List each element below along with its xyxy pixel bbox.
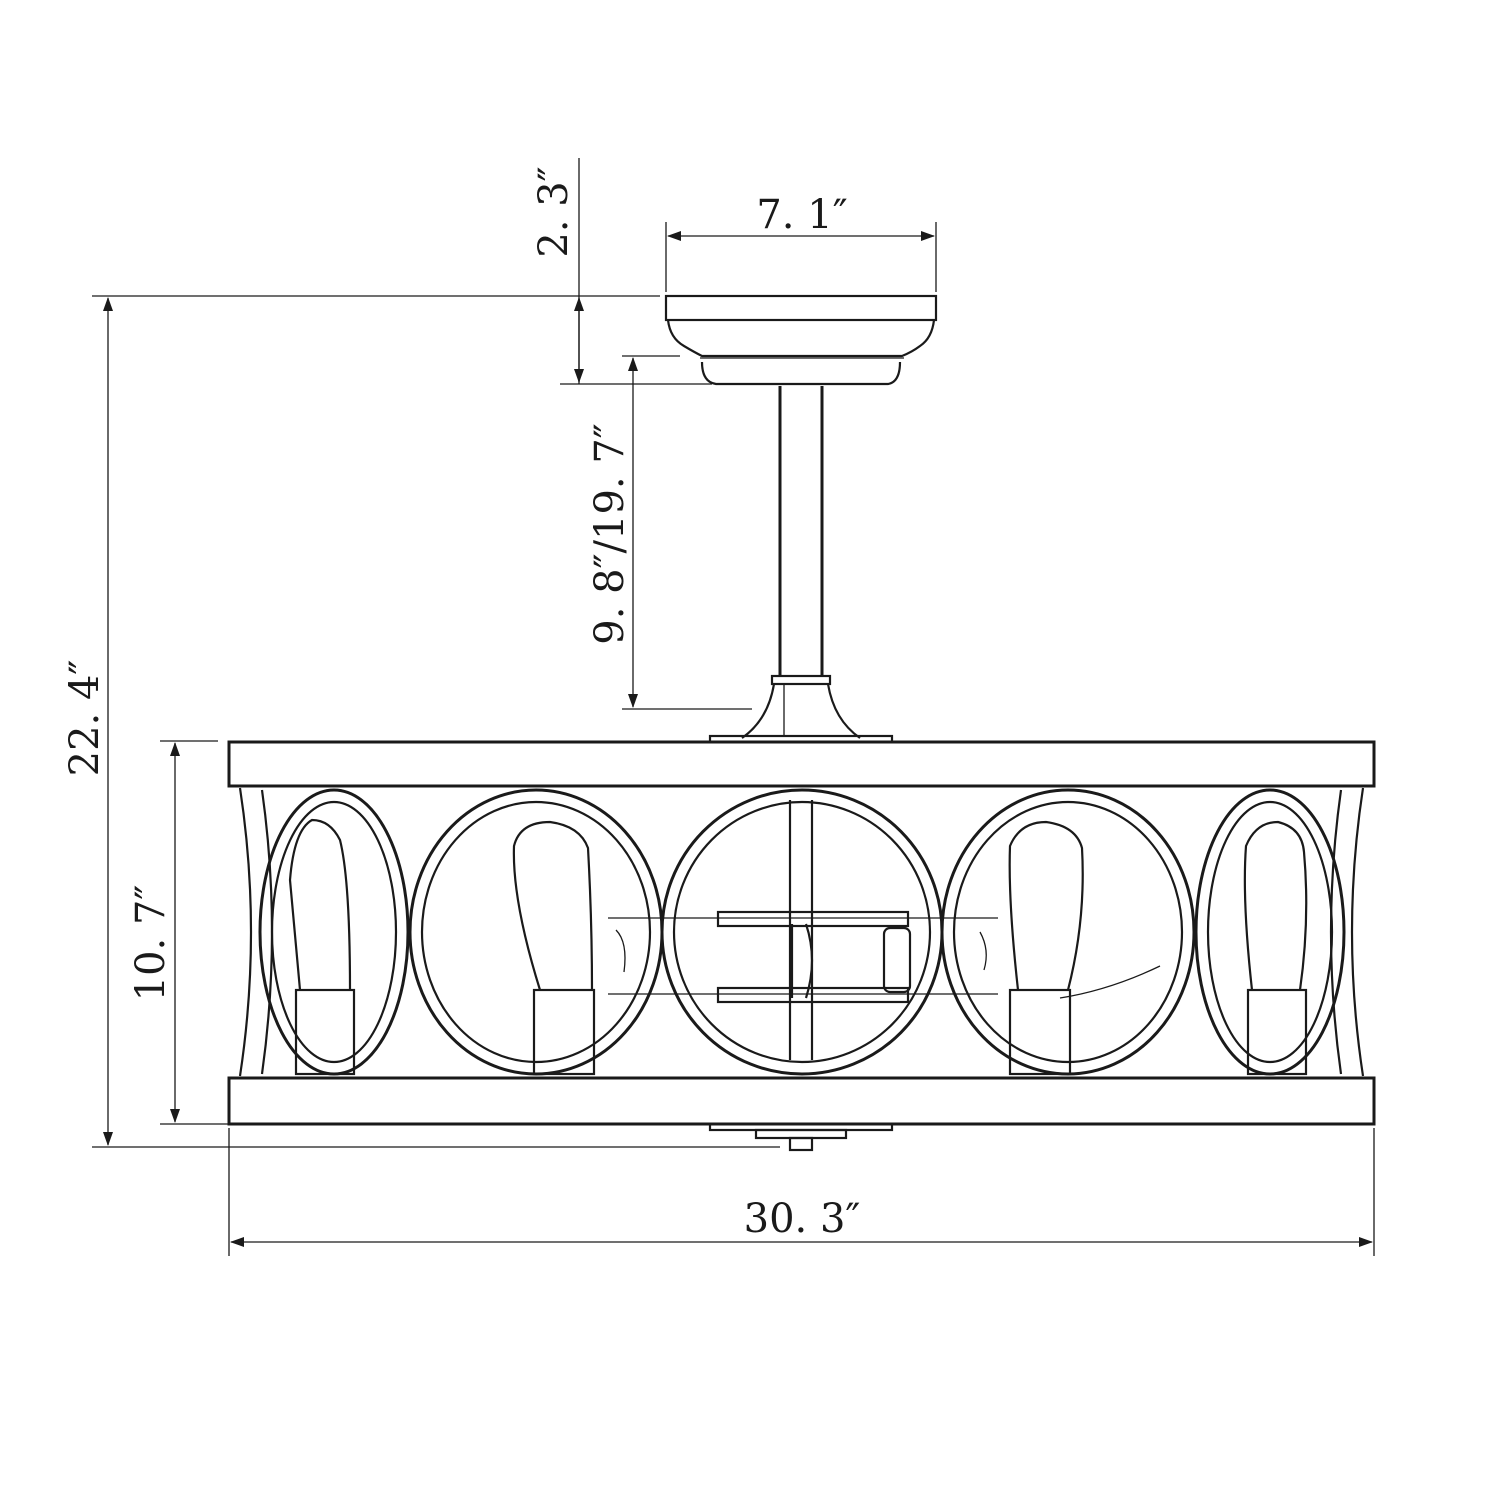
bulb-1 (288, 818, 356, 1076)
bulb-4 (1243, 820, 1308, 1076)
overall-height-dimension: 22. 4″ (62, 295, 780, 1148)
fixture-frame (227, 740, 1376, 1152)
decorative-rings (258, 788, 1346, 1076)
canopy-width-label: 7. 1″ (756, 192, 847, 238)
overall-width-dimension: 30. 3″ (228, 1128, 1375, 1256)
canopy (664, 294, 938, 386)
overall-width-label: 30. 3″ (744, 1196, 861, 1242)
ring-1 (258, 788, 410, 1076)
downrod-length-label: 9. 8″/19. 7″ (587, 423, 633, 644)
canopy-width-dimension: 7. 1″ (665, 192, 937, 292)
overall-height-label: 22. 4″ (62, 660, 108, 777)
ring-5 (1194, 788, 1346, 1076)
bulb-3 (1008, 820, 1084, 1076)
ring-3 (660, 788, 944, 1076)
body-height-dimension: 10. 7″ (128, 740, 228, 1125)
downrod (708, 386, 894, 744)
canopy-height-label: 2. 3″ (531, 166, 577, 257)
downrod-dimension: 9. 8″/19. 7″ (587, 355, 752, 710)
ring-2 (408, 788, 664, 1076)
body-height-label: 10. 7″ (128, 885, 174, 1002)
fan-motor (608, 800, 1161, 1060)
bulb-2 (512, 820, 596, 1076)
ring-4 (940, 788, 1196, 1076)
canopy-height-dimension: 2. 3″ (531, 158, 712, 385)
bulbs (288, 818, 1308, 1076)
